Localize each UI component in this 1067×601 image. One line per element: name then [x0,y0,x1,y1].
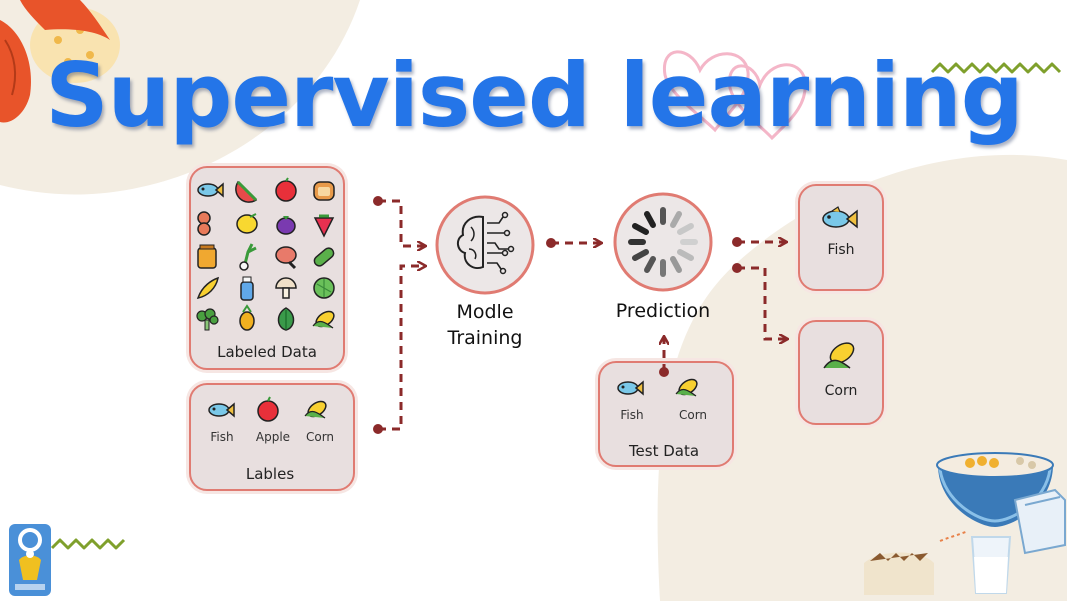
output-fish-label: Fish [827,242,855,258]
meat-icon [197,211,211,236]
output-fish-box [798,184,884,291]
corn-icon [675,378,698,397]
apple-icon [257,396,279,422]
output-corn-label: Corn [824,383,858,399]
labeled-data-icon-grid [196,177,335,331]
ham-icon [275,246,297,270]
fish-icon [208,402,235,418]
leek-icon [239,243,257,271]
milk-bottle-icon [240,276,254,301]
bread-icon [313,181,335,201]
jar-icon [197,244,217,269]
fish-icon [822,206,858,229]
broccoli-icon [196,308,219,331]
neural-brain-icon [435,195,535,295]
corn-icon [304,400,327,419]
labels-caption: Lables [245,465,295,483]
output-corn-box [798,320,884,425]
test-item-corn: Corn [678,408,708,422]
label-item-fish: Fish [210,430,234,444]
croissant-decoration-icon [0,0,120,123]
labels-icons [208,396,327,422]
labels-box [189,383,355,491]
fish-icon [197,182,224,198]
label-item-corn: Corn [305,430,335,444]
strawberry-icon [313,214,335,238]
label-item-apple: Apple [255,430,291,444]
fish-icon [617,380,644,396]
spinach-icon [277,307,295,331]
breakfast-decoration-icon [864,452,1066,595]
logo-icon [9,524,51,596]
mushroom-icon [275,277,297,299]
eggplant-icon [276,216,296,235]
prediction-label: Prediction [615,300,711,322]
banana-icon [196,276,219,299]
watermelon-icon [235,180,258,203]
labeled-data-caption: Labeled Data [217,343,317,361]
test-item-fish: Fish [620,408,644,422]
cabbage-icon [313,277,335,299]
cucumber-icon [313,247,335,267]
training-label-line2: Training [447,327,523,349]
lemon-icon [236,213,258,234]
corn-icon [823,342,855,369]
pineapple-icon [239,304,255,331]
test-data-box [598,361,734,467]
corn-icon [312,310,335,329]
test-data-icons [617,378,698,397]
apple-icon [275,177,297,202]
test-data-caption: Test Data [628,442,700,460]
page-title: Supervised learning [45,44,1023,147]
training-label-line1: Modle [456,301,514,323]
loading-spinner-icon [613,192,713,292]
